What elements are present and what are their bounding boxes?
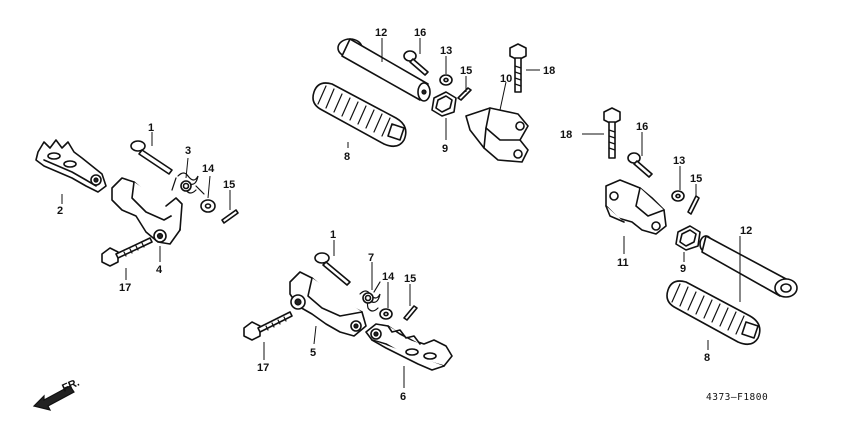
callout-10-top: 10	[500, 73, 512, 85]
left-footpeg-bracket	[111, 177, 183, 245]
left-pivot-pin	[130, 140, 173, 175]
callout-7-center: 7	[368, 252, 374, 264]
center-return-spring	[359, 281, 381, 312]
callout-6-center: 6	[400, 391, 406, 403]
right-cotter-pin	[687, 195, 700, 215]
left-footpeg	[35, 139, 107, 193]
callout-12-top: 12	[375, 27, 387, 39]
center-bolt	[243, 311, 293, 341]
callout-2-left: 2	[57, 205, 63, 217]
right-bolt	[603, 107, 621, 159]
top-collar	[431, 91, 457, 117]
left-return-spring	[171, 172, 205, 195]
callout-17-center: 17	[257, 362, 269, 374]
callout-labels: 1 2 3 4 14 15 17 12 16 13 18 10 15 8 9 1…	[57, 27, 752, 403]
right-pin	[627, 152, 653, 178]
front-arrow-icon	[32, 385, 75, 411]
callout-17-left: 17	[119, 282, 131, 294]
top-footpeg-shaft	[337, 38, 431, 102]
callout-12-right: 12	[740, 225, 752, 237]
callout-3-left: 3	[185, 145, 191, 157]
right-footpeg-assembly	[582, 107, 798, 350]
center-pivot-pin	[314, 252, 351, 286]
callout-8-top: 8	[344, 151, 350, 163]
center-footpeg-assembly	[243, 240, 453, 388]
top-washer	[439, 74, 453, 86]
callout-15-top: 15	[460, 65, 472, 77]
callout-9-top: 9	[442, 143, 448, 155]
callout-5-center: 5	[310, 347, 316, 359]
callout-14-left: 14	[202, 163, 215, 175]
top-footpeg-assembly	[312, 38, 540, 163]
front-direction-indicator: FR.	[32, 377, 81, 411]
callout-4-left: 4	[156, 264, 163, 276]
callout-9-right: 9	[680, 263, 686, 275]
callout-15-left: 15	[223, 179, 235, 191]
callout-14-center: 14	[382, 271, 395, 283]
callout-18-top: 18	[543, 65, 555, 77]
top-bolt	[509, 43, 527, 93]
left-washer	[200, 199, 216, 213]
center-cotter-pin	[403, 305, 418, 321]
callout-11-right: 11	[617, 257, 629, 269]
callout-1-center: 1	[330, 229, 336, 241]
callout-15-right: 15	[690, 173, 702, 185]
callout-1-left: 1	[148, 122, 154, 134]
right-footpeg-bracket	[605, 179, 667, 235]
front-direction-label: FR.	[60, 377, 81, 395]
callout-13-top: 13	[440, 45, 452, 57]
callout-13-right: 13	[673, 155, 685, 167]
right-footpeg-shaft	[699, 235, 798, 298]
callout-16-right: 16	[636, 121, 648, 133]
left-bolt	[101, 237, 153, 267]
top-footpeg-bracket	[465, 107, 529, 163]
callout-8-right: 8	[704, 352, 710, 364]
callout-15-center: 15	[404, 273, 416, 285]
callout-16-top: 16	[414, 27, 426, 39]
center-footpeg	[365, 323, 453, 371]
drawing-code: 4373–F1800	[706, 392, 768, 403]
right-rubber-grip	[666, 280, 761, 346]
center-washer	[379, 308, 393, 320]
right-washer	[671, 190, 685, 202]
left-cotter-pin	[221, 209, 239, 224]
center-footpeg-bracket	[289, 271, 367, 337]
right-collar	[675, 225, 701, 251]
top-cotter-pin	[457, 87, 472, 101]
callout-18-right: 18	[560, 129, 572, 141]
left-footpeg-assembly	[35, 132, 239, 280]
top-pin	[403, 50, 429, 76]
top-rubber-grip	[312, 82, 407, 148]
